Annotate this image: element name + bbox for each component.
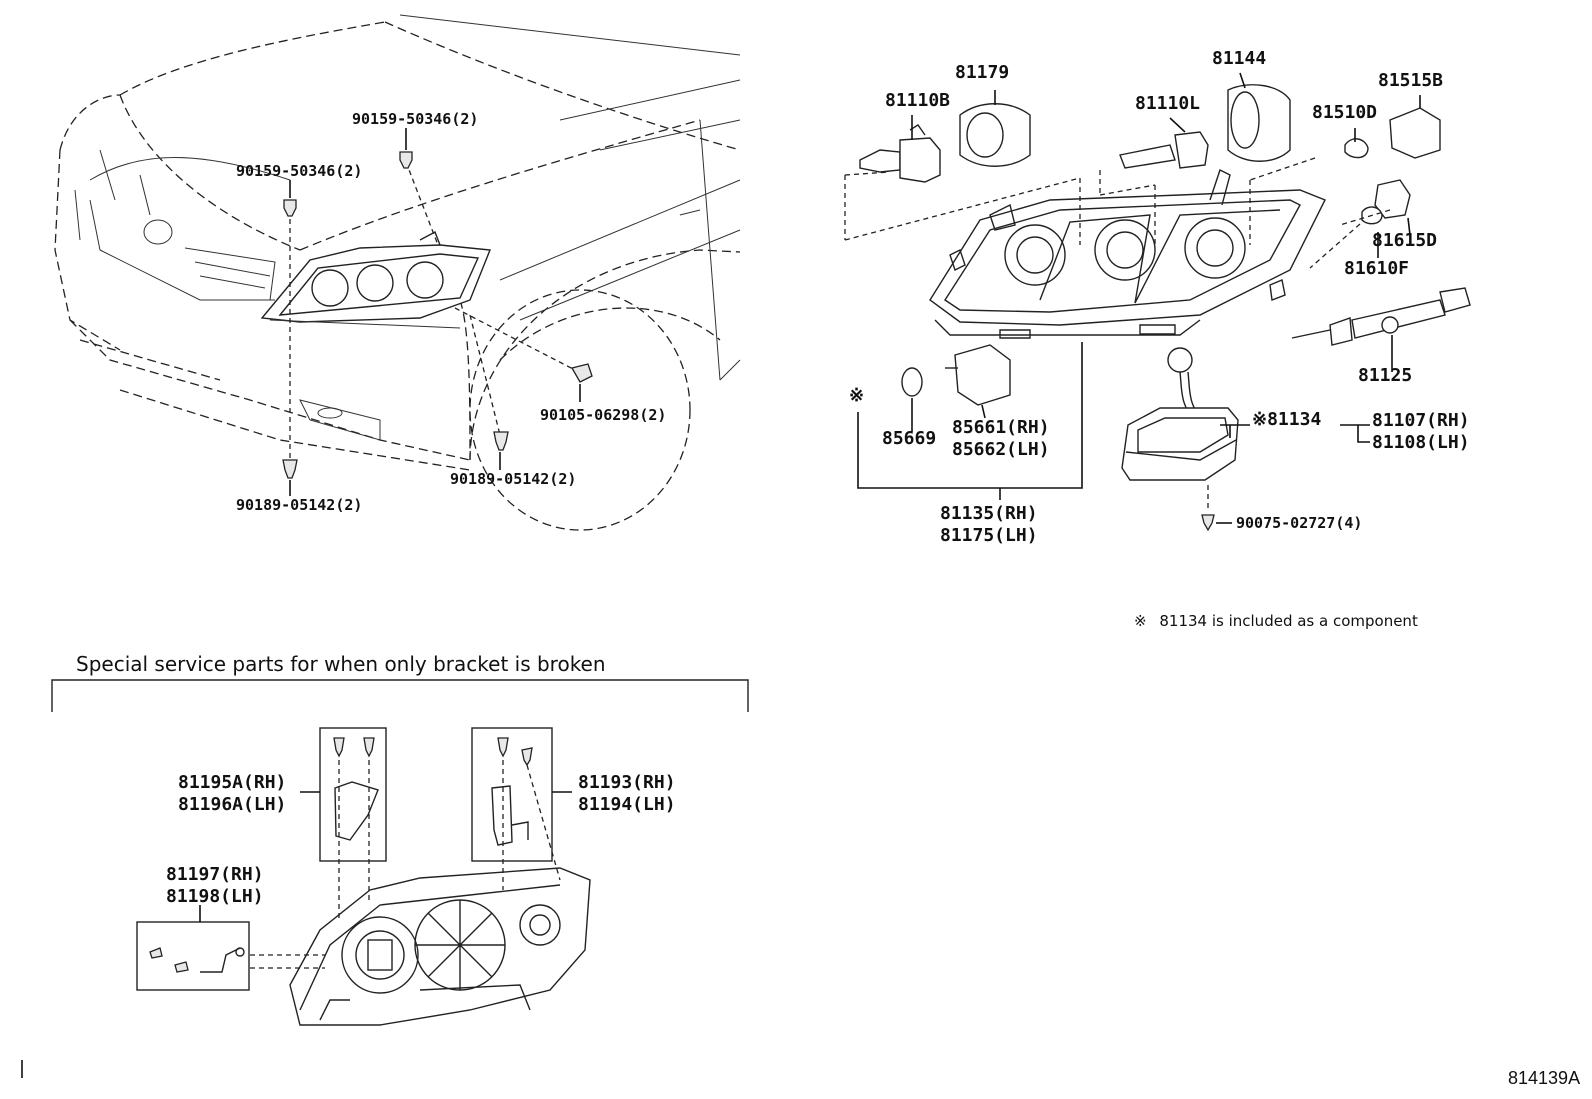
service-parts-illustration	[51, 679, 749, 1026]
footnote-mark: ※	[1134, 612, 1147, 630]
label-81195a: 81195A(RH)	[178, 772, 287, 793]
label-85662: 85662(LH)	[952, 439, 1050, 460]
footnote: ※ 81134 is included as a component	[1134, 612, 1418, 630]
label-81110l: 81110L	[1135, 93, 1201, 114]
label-clip-bottom-b: 90189-05142(2)	[450, 470, 577, 488]
label-85661: 85661(RH)	[952, 417, 1050, 438]
label-81510d: 81510D	[1312, 102, 1378, 123]
label-85661-85662: 85661(RH) 85662(LH)	[952, 417, 1050, 461]
label-clip-bottom-a: 90189-05142(2)	[236, 496, 363, 514]
label-81197: 81197(RH)	[166, 864, 264, 885]
label-81175: 81175(LH)	[940, 525, 1038, 546]
label-bolt: 90105-06298(2)	[540, 406, 667, 424]
ref-mark-81135: ※	[849, 385, 865, 406]
figure-id: 814139A	[1508, 1068, 1581, 1088]
service-parts-heading: Special service parts for when only brac…	[76, 652, 606, 676]
label-clip-top-b: 90159-50346(2)	[352, 110, 479, 128]
label-81107-81108: 81107(RH) 81108(LH)	[1372, 410, 1470, 454]
label-81179: 81179	[955, 62, 1010, 83]
label-81615d: 81615D	[1372, 230, 1438, 251]
label-81195a-81196a: 81195A(RH) 81196A(LH)	[178, 772, 286, 816]
ref-mark-81134: ※	[1252, 409, 1268, 430]
label-81125: 81125	[1358, 365, 1413, 386]
label-81135-81175: 81135(RH) 81175(LH)	[940, 503, 1038, 547]
left-fasteners	[282, 128, 593, 496]
label-81110b: 81110B	[885, 90, 951, 111]
label-81134-number: 81134	[1267, 409, 1322, 430]
label-90075: 90075-02727(4)	[1236, 514, 1363, 532]
label-81515b: 81515B	[1378, 70, 1444, 91]
right-exploded-headlamp	[844, 72, 1471, 532]
label-clip-top-a: 90159-50346(2)	[236, 162, 363, 180]
label-81135: 81135(RH)	[940, 503, 1038, 524]
label-81610f: 81610F	[1344, 258, 1410, 279]
left-headlamp-assembly	[260, 231, 491, 329]
label-81198: 81198(LH)	[166, 886, 264, 907]
label-81196a: 81196A(LH)	[178, 794, 287, 815]
car-front-illustration	[54, 14, 741, 531]
label-85669: 85669	[882, 428, 937, 449]
label-81193: 81193(RH)	[578, 772, 676, 793]
label-81194: 81194(LH)	[578, 794, 676, 815]
footnote-text: 81134 is included as a component	[1159, 612, 1418, 630]
label-81134: ※81134	[1252, 409, 1321, 431]
label-81108: 81108(LH)	[1372, 432, 1470, 453]
label-81144: 81144	[1212, 48, 1267, 69]
label-81193-81194: 81193(RH) 81194(LH)	[578, 772, 676, 816]
label-81197-81198: 81197(RH) 81198(LH)	[166, 864, 264, 908]
label-81107: 81107(RH)	[1372, 410, 1470, 431]
